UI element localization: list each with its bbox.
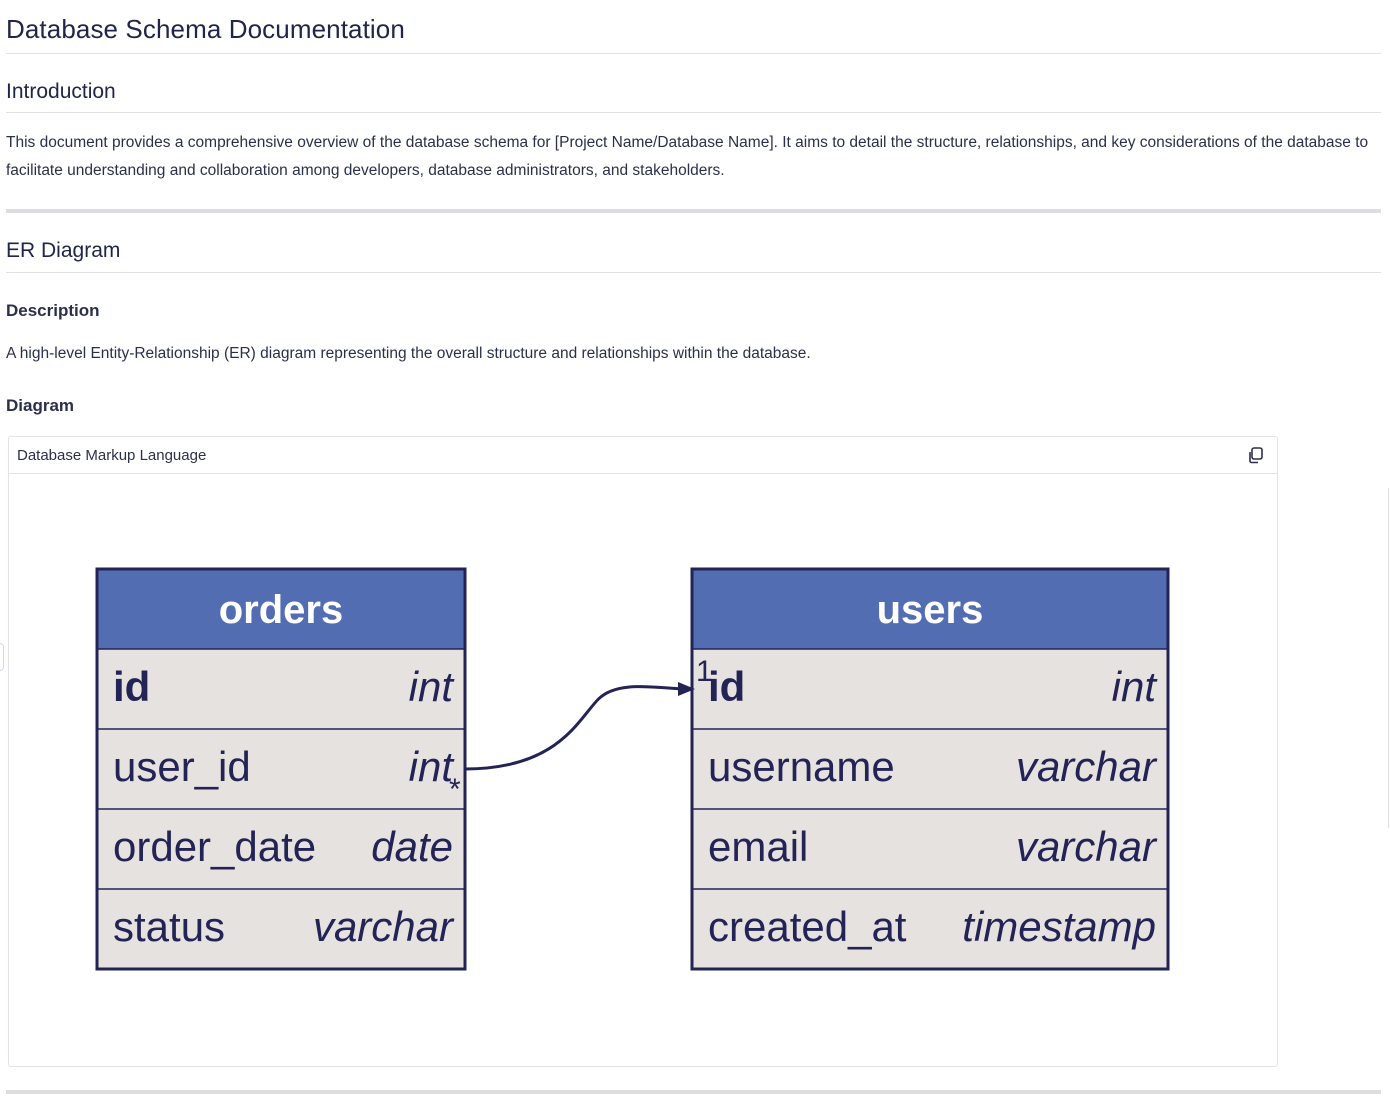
column-name-id: id: [113, 663, 150, 710]
introduction-divider: [6, 112, 1381, 113]
table-row-orders-id: [97, 649, 465, 729]
column-type-id: int: [1112, 663, 1159, 710]
scrollbar-track: [1388, 488, 1389, 828]
column-name-username: username: [708, 743, 895, 790]
column-name-email: email: [708, 823, 808, 870]
table-header-orders: [97, 569, 465, 649]
table-row-users-username: [692, 729, 1168, 809]
column-type-created_at: timestamp: [962, 903, 1156, 950]
table-row-users-email: [692, 809, 1168, 889]
section-divider: [6, 209, 1381, 213]
column-type-id: int: [409, 663, 456, 710]
table-row-orders-status: [97, 889, 465, 969]
er-diagram-divider: [6, 272, 1381, 273]
column-type-status: varchar: [313, 903, 455, 950]
column-type-username: varchar: [1016, 743, 1158, 790]
description-text: A high-level Entity-Relationship (ER) di…: [6, 345, 811, 362]
introduction-text: This document provides a comprehensive o…: [6, 134, 1369, 179]
table-border-users: [690, 567, 1170, 971]
introduction-heading: Introduction: [6, 80, 116, 103]
cardinality-many: *: [449, 773, 461, 806]
column-name-status: status: [113, 903, 225, 950]
column-type-order_date: date: [371, 823, 453, 870]
diagram-heading: Diagram: [6, 396, 75, 415]
description-heading: Description: [6, 301, 100, 320]
table-title-orders: orders: [219, 588, 344, 632]
bottom-divider: [6, 1090, 1381, 1094]
column-type-email: varchar: [1016, 823, 1158, 870]
column-name-order_date: order_date: [113, 823, 316, 870]
er-diagram-heading: ER Diagram: [6, 239, 121, 262]
cardinality-one: 1: [696, 655, 713, 688]
table-row-orders-user_id: [97, 729, 465, 809]
code-language-label: Database Markup Language: [17, 447, 207, 464]
column-type-user_id: int: [409, 743, 456, 790]
relationship-arrowhead: [678, 682, 695, 696]
title-divider: [6, 53, 1381, 54]
table-title-users: users: [877, 588, 984, 632]
er-diagram: orders id int user_id int order_date date statu…: [95, 567, 1170, 971]
table-row-orders-order_date: [97, 809, 465, 889]
table-row-users-created_at: [692, 889, 1168, 969]
relationship-line: [464, 685, 687, 771]
column-name-user_id: user_id: [113, 743, 251, 790]
table-header-users: [692, 569, 1168, 649]
code-block-header: Database Markup Language: [9, 437, 1277, 474]
page-title: Database Schema Documentation: [6, 14, 405, 44]
code-block: Database Markup Language orders id int user…: [8, 436, 1278, 1067]
table-row-users-id: [692, 649, 1168, 729]
column-name-created_at: created_at: [708, 903, 907, 950]
side-marker: [0, 643, 4, 671]
copy-icon[interactable]: [1247, 446, 1265, 464]
column-name-id: id: [708, 663, 745, 710]
